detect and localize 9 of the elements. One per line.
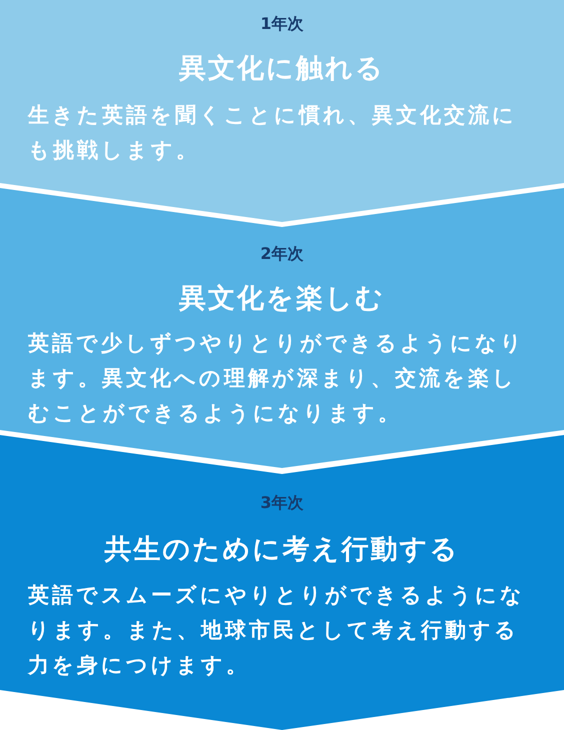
description: 生きた英語を聞くことに慣れ、異文化交流にも挑戦します。 [28, 102, 518, 164]
description: 英語でスムーズにやりとりができるようになります。また、地球市民として考え行動する力を身につけます。 [28, 582, 526, 679]
year-label: 3年次 [259, 493, 305, 514]
stage-heading: 異文化を楽しむ [178, 282, 386, 316]
stage-heading: 共生のために考え行動する [104, 533, 460, 567]
description: 英語で少しずつやりとりができるようになります。異文化への理解が深まり、交流を楽しむことができるようになります。 [28, 330, 526, 427]
year-label: 2年次 [259, 244, 305, 265]
year-label: 1年次 [259, 14, 305, 35]
stage-heading: 異文化に触れる [178, 52, 386, 86]
